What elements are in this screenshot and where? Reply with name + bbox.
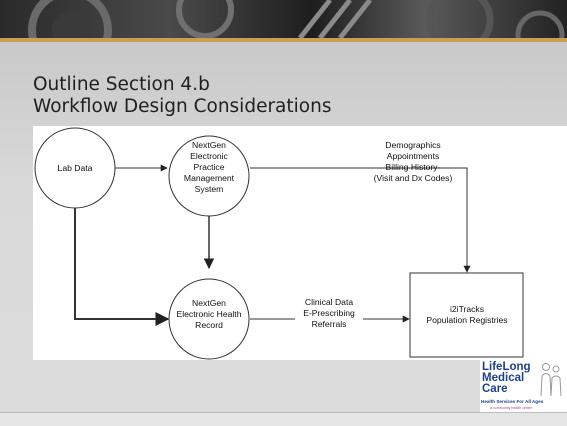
node-pm-system-label: NextGen Electronic Practice Management S… [183, 140, 235, 194]
node-lab-data [34, 127, 116, 209]
node-ehr-label: NextGen Electronic Health Record [176, 298, 242, 330]
title-line-2: Workflow Design Considerations [33, 96, 332, 117]
logo-tagline: Health Services For All Ages [481, 399, 544, 404]
node-pm-system [168, 135, 250, 217]
edge-lab-to-ehr [74, 206, 170, 326]
node-registry [409, 272, 524, 358]
lifelong-logo: LifeLong Medical Care Health Services Fo… [480, 360, 567, 414]
logo-line-2: Medical [482, 372, 525, 384]
slide-title: Outline Section 4.b Workflow Design Cons… [33, 74, 533, 118]
family-figures-icon [540, 363, 562, 397]
logo-subline: a community health center [490, 406, 533, 410]
node-registry-label: i2iTracks Population Registries [426, 304, 508, 325]
header-banner [0, 0, 567, 38]
footer-bar [0, 412, 567, 426]
diagram-shapes [34, 127, 524, 360]
logo-line-1: LifeLong [482, 361, 531, 373]
banner-decoration [28, 0, 565, 38]
edge-label-ehr-to-registry: Clinical Data E-Prescribing Referrals [303, 297, 355, 329]
title-line-1: Outline Section 4.b [33, 74, 210, 95]
node-ehr [168, 278, 250, 360]
logo-line-3: Care [482, 383, 508, 395]
accent-bar [0, 38, 567, 42]
edge-pm-to-registry [250, 167, 471, 273]
workflow-diagram: Lab Data NextGen Electronic Practice Man… [33, 126, 567, 360]
edge-label-pm-to-registry: Demographics Appointments Billing Histor… [373, 140, 453, 183]
node-lab-data-label: Lab Data [57, 163, 93, 173]
